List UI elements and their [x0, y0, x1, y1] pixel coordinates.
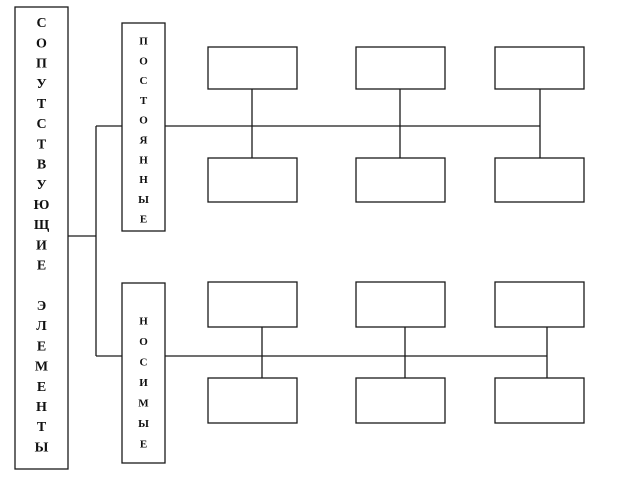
top-connectors: [251, 89, 541, 158]
vertical-letter: С: [140, 75, 148, 87]
empty-box: [207, 46, 298, 90]
vertical-letter: Ы: [138, 194, 149, 206]
empty-box: [355, 157, 446, 203]
vertical-letter: Н: [139, 316, 148, 328]
empty-box: [494, 281, 585, 328]
branch-box-wearable: [121, 282, 166, 464]
vertical-letter: О: [139, 336, 148, 348]
vertical-letter: И: [36, 238, 47, 253]
vertical-letter: М: [138, 398, 149, 410]
empty-box: [494, 157, 585, 203]
vertical-letter: П: [139, 36, 148, 48]
vertical-letter: Е: [37, 259, 46, 274]
empty-box: [355, 46, 446, 90]
vertical-letter: В: [37, 158, 46, 173]
vertical-letter: Н: [139, 154, 148, 166]
vertical-letter: С: [36, 117, 46, 132]
vertical-letter: Е: [140, 439, 147, 451]
vertical-letter: Т: [37, 137, 47, 152]
vertical-letter: Щ: [34, 218, 50, 233]
vertical-letter: Н: [139, 174, 148, 186]
vertical-letter: Е: [37, 339, 46, 354]
vertical-letter: У: [36, 77, 46, 92]
branch-box-constant: [121, 22, 166, 232]
vertical-letter: О: [139, 115, 148, 127]
vertical-letter: М: [35, 360, 48, 375]
main-connector: [68, 125, 122, 357]
vertical-letter: Ю: [34, 198, 50, 213]
vertical-letter: Е: [140, 214, 147, 226]
vertical-letter: Т: [37, 420, 47, 435]
bottom-connectors: [261, 327, 548, 378]
vertical-letter: О: [139, 55, 148, 67]
vertical-letter: С: [36, 16, 46, 31]
empty-box: [207, 157, 298, 203]
vertical-letter: Л: [36, 319, 47, 334]
empty-box: [494, 377, 585, 424]
empty-box: [207, 377, 298, 424]
empty-box: [355, 281, 446, 328]
vertical-letter: О: [36, 36, 47, 51]
vertical-letter: Е: [37, 380, 46, 395]
vertical-letter: У: [36, 178, 46, 193]
vertical-letter: П: [36, 57, 47, 72]
vertical-letter: Ы: [35, 440, 49, 455]
vertical-letter: Я: [140, 135, 148, 147]
empty-box: [207, 281, 298, 328]
vertical-letter: Ы: [138, 418, 149, 430]
vertical-letter: Н: [36, 400, 47, 415]
main-node-box: [14, 6, 69, 470]
vertical-letter: Т: [140, 95, 148, 107]
empty-box: [355, 377, 446, 424]
vertical-letter: С: [140, 357, 148, 369]
vertical-letter: Т: [37, 97, 47, 112]
empty-box: [494, 46, 585, 90]
vertical-letter: И: [139, 377, 148, 389]
vertical-letter: Э: [37, 299, 47, 314]
